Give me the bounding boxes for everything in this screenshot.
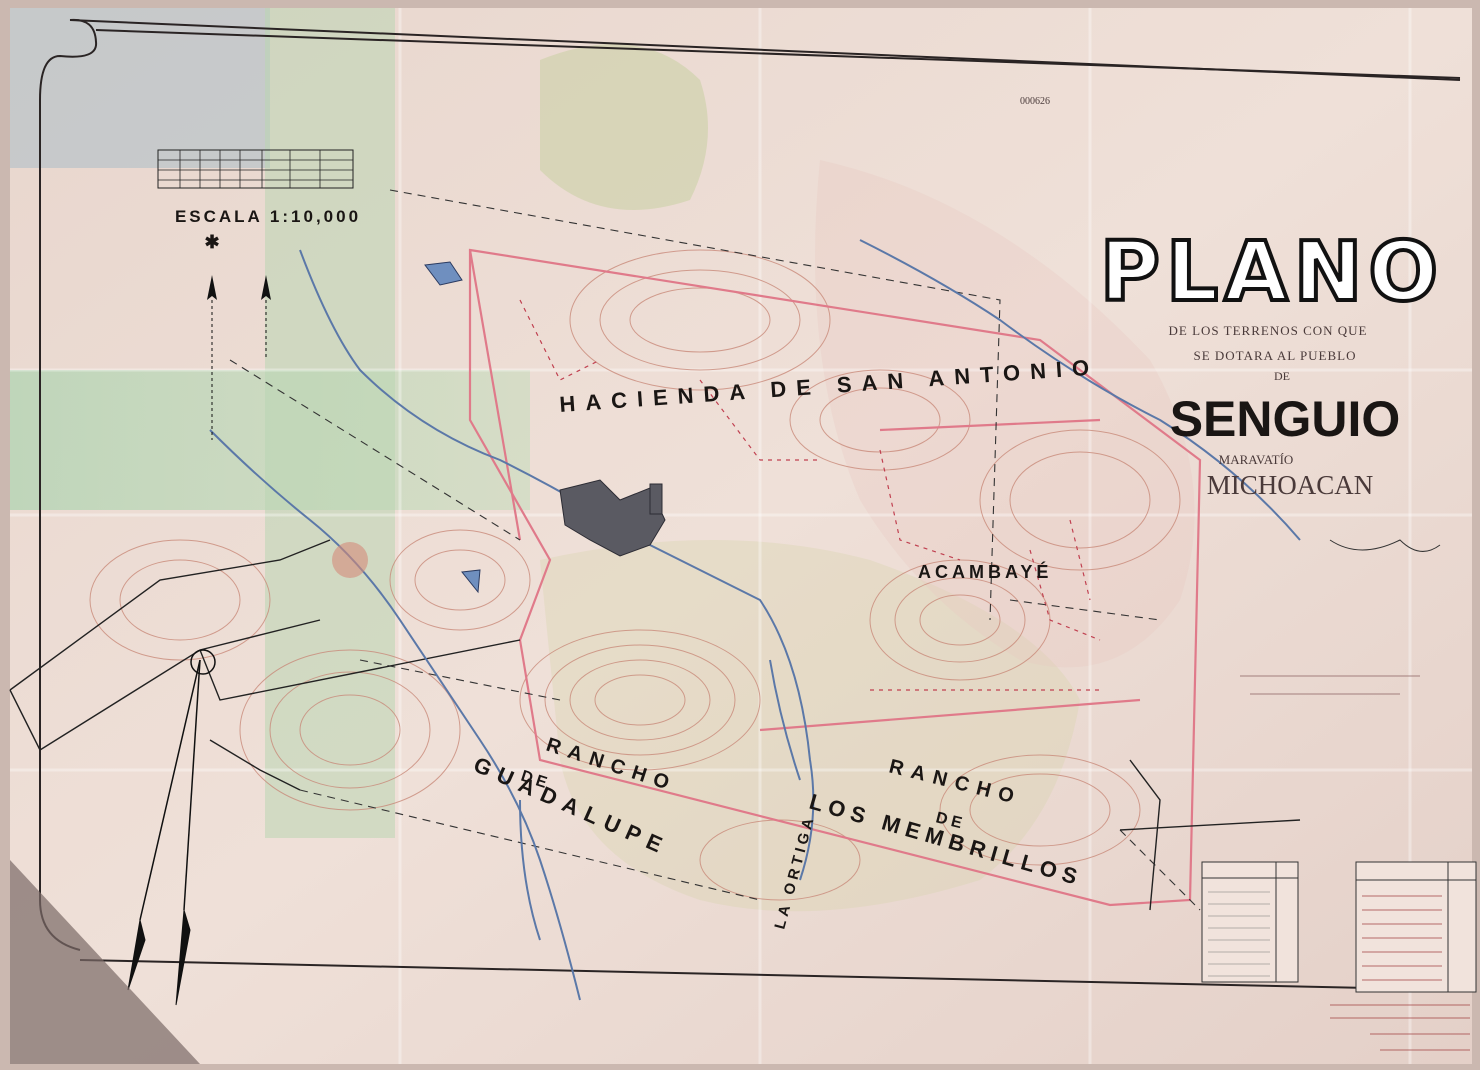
town-title: SENGUIO bbox=[1170, 391, 1401, 447]
area-table-2 bbox=[1330, 861, 1477, 1051]
meridian-arrows bbox=[127, 649, 216, 1006]
reservoir-north bbox=[424, 261, 463, 286]
reservoir-south bbox=[461, 569, 481, 594]
green-wash-band bbox=[265, 8, 395, 838]
subtitle-line-3: DE bbox=[1274, 369, 1290, 383]
north-arrows bbox=[207, 275, 271, 440]
survey-lines bbox=[229, 189, 1201, 911]
scale-label: ESCALA 1:10,000 bbox=[175, 207, 361, 226]
signature bbox=[1329, 539, 1441, 552]
town-block bbox=[559, 479, 666, 557]
star-icon: ✱ bbox=[204, 232, 219, 252]
contour-lines bbox=[89, 249, 1181, 901]
subtitle-line-2: SE DOTARA AL PUEBLO bbox=[1193, 348, 1356, 363]
district-label: MARAVATÍO bbox=[1219, 452, 1294, 467]
stamp-number: 000626 bbox=[1020, 96, 1050, 107]
dashed-red-lines bbox=[519, 299, 1101, 691]
scale-bar bbox=[157, 149, 354, 189]
label-rancho-m-2: DE bbox=[934, 809, 967, 833]
area-table-1 bbox=[1201, 861, 1299, 983]
terrain-wash-east bbox=[815, 160, 1195, 668]
map-title: PLANO bbox=[1100, 225, 1444, 320]
subtitle-line-1: DE LOS TERRENOS CON QUE bbox=[1169, 323, 1368, 338]
terrain-wash-top bbox=[540, 44, 708, 210]
label-acambaye: ACAMBAYÉ bbox=[918, 561, 1052, 582]
settlement-marker bbox=[332, 542, 368, 578]
notes-lines bbox=[1240, 675, 1420, 695]
folded-corner bbox=[10, 860, 200, 1064]
state-label: MICHOACAN bbox=[1207, 470, 1374, 500]
ejido-boundary bbox=[468, 248, 1202, 907]
